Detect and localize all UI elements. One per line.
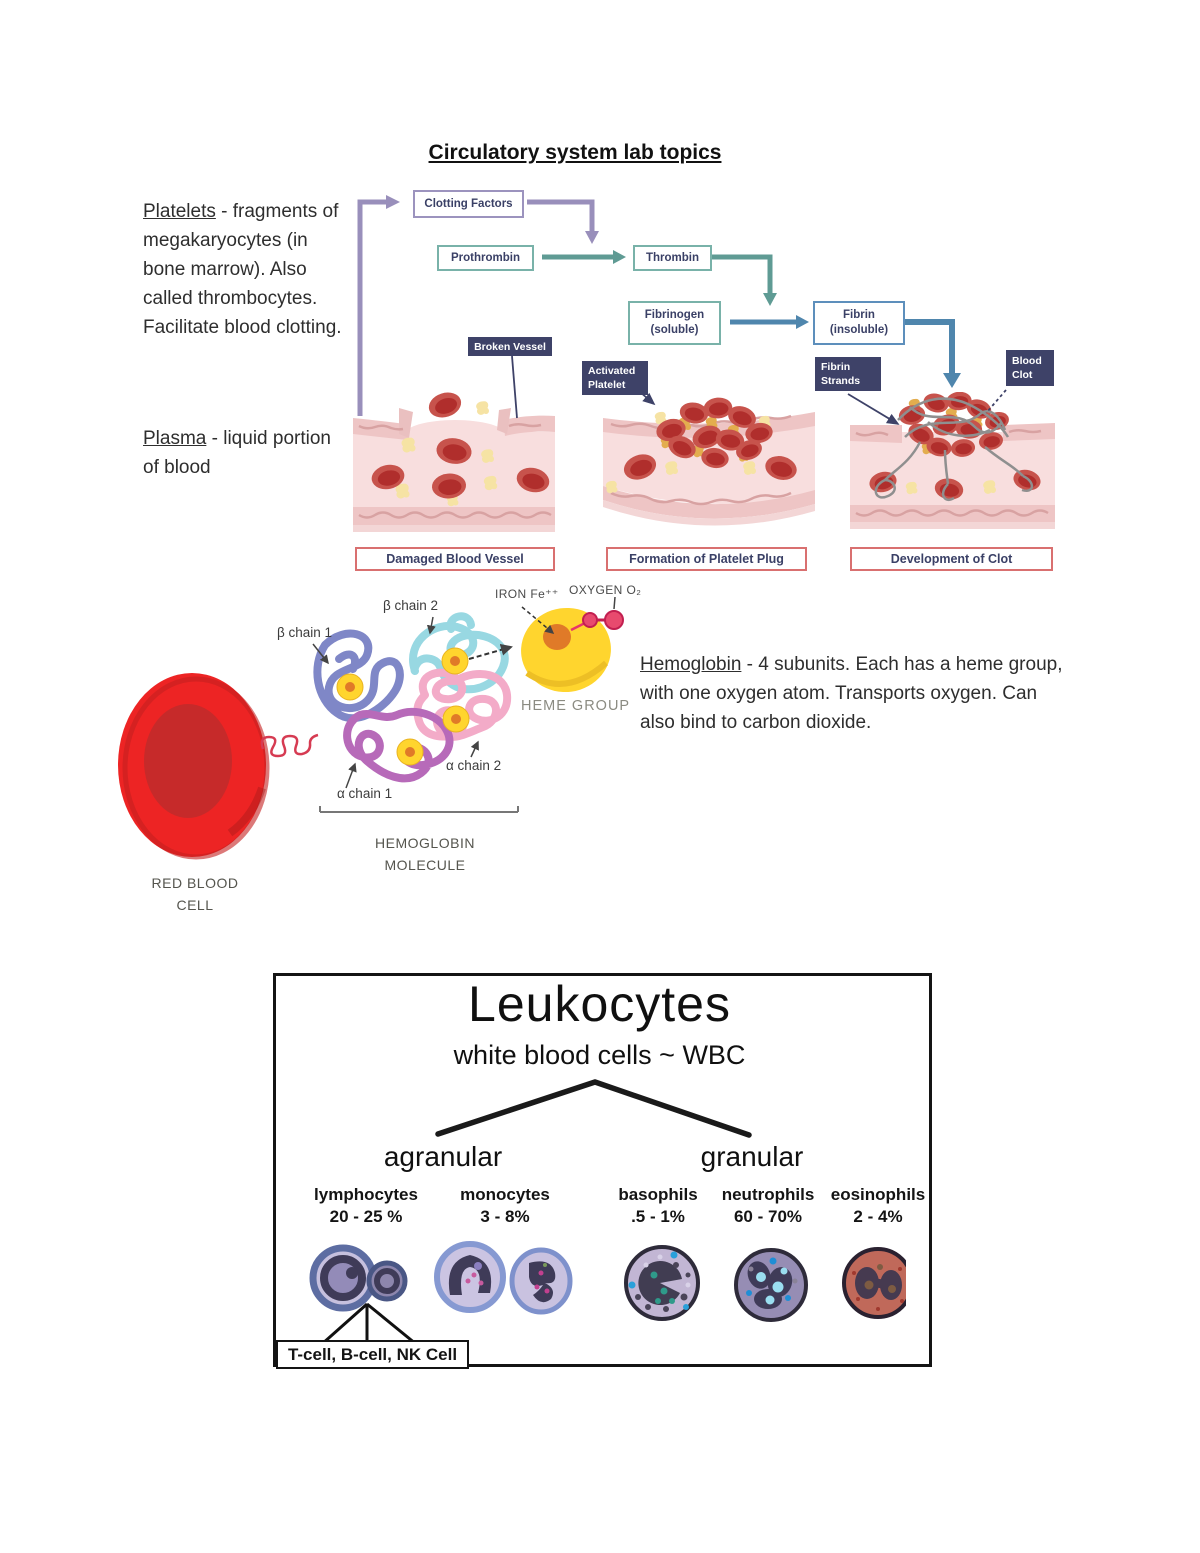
neutrophils-name: neutrophils — [721, 1185, 815, 1204]
lymphocyte-small-cell — [366, 1260, 408, 1302]
flowchart-box-thrombin: Thrombin — [633, 245, 712, 271]
wbc-col-neutrophils: neutrophils 60 - 70% — [703, 1184, 833, 1228]
flowchart-box-prothrombin: Prothrombin — [437, 245, 534, 271]
fibrinogen-label-line2: (soluble) — [650, 324, 699, 336]
blood-clot-line2: Clot — [1012, 369, 1033, 381]
hemoglobin-term: Hemoglobin — [640, 654, 742, 675]
leukocytes-subtitle: white blood cells ~ WBC — [453, 1040, 746, 1070]
beta-chain-2-drawing — [409, 621, 509, 694]
basophils-range: .5 - 1% — [631, 1207, 685, 1226]
prothrombin-label: Prothrombin — [451, 251, 520, 264]
monocyte-cell-1 — [434, 1241, 506, 1313]
callout-fibrin-strands: Fibrin Strands — [815, 357, 881, 391]
fibrin-label-line1: Fibrin — [843, 309, 875, 321]
hemoglobin-text: - 4 subunits. Each has a heme group, wit… — [640, 654, 1063, 733]
callout-broken-vessel: Broken Vessel — [468, 337, 552, 356]
beta-chain-1-drawing — [313, 629, 404, 723]
red-blood-cell-caption: RED BLOOD CELL — [130, 872, 260, 916]
molecule-caption-line2: MOLECULE — [384, 857, 466, 873]
eosinophil-cell — [842, 1247, 906, 1319]
hemoglobin-molecule-illustration — [260, 596, 624, 813]
clotting-factors-label: Clotting Factors — [424, 197, 513, 210]
leukocytes-title: Leukocytes — [468, 976, 731, 1032]
branch-agranular: agranular — [383, 1141, 503, 1172]
caption-damaged-blood-vessel: Damaged Blood Vessel — [355, 547, 555, 571]
wbc-col-eosinophils: eosinophils 2 - 4% — [813, 1184, 943, 1228]
wbc-col-monocytes: monocytes 3 - 8% — [440, 1184, 570, 1228]
lymphocyte-pointer-lines — [321, 1302, 417, 1346]
hemoglobin-molecule-caption: HEMOGLOBIN MOLECULE — [350, 832, 500, 876]
molecule-bracket — [319, 806, 519, 813]
blood-clot-line1: Blood — [1012, 355, 1042, 367]
plasma-text: - liquid portion of blood — [143, 428, 331, 478]
rbc-caption-line2: CELL — [176, 897, 214, 913]
eosinophils-range: 2 - 4% — [853, 1207, 903, 1226]
heme-groups — [336, 647, 470, 766]
wbc-col-basophils: basophils .5 - 1% — [593, 1184, 723, 1228]
platelets-term: Platelets — [143, 201, 216, 222]
page-title: Circulatory system lab topics — [428, 141, 722, 164]
caption-development-of-clot: Development of Clot — [850, 547, 1053, 571]
leukocytes-tree-lines — [435, 1079, 752, 1138]
platelets-text: - fragments of megakaryocytes (in bone m… — [143, 201, 342, 338]
plasma-term: Plasma — [143, 428, 207, 449]
fibrin-strands-mesh — [874, 397, 1034, 501]
lymphocytes-name: lymphocytes — [314, 1185, 418, 1204]
alpha-chain-1-label: α chain 1 — [337, 786, 393, 801]
callout-blood-clot: Blood Clot — [1006, 350, 1054, 386]
lymphocyte-types-label: T-cell, B-cell, NK Cell — [276, 1340, 469, 1369]
leukocytes-figure-box — [273, 973, 932, 1367]
broken-vessel-text: Broken Vessel — [474, 340, 546, 353]
thrombin-label: Thrombin — [645, 251, 700, 264]
heme-group-label: HEME GROUP — [521, 698, 631, 714]
monocytes-name: monocytes — [460, 1185, 550, 1204]
red-blood-cell-illustration — [118, 673, 270, 860]
beta-chain-1-label: β chain 1 — [277, 625, 333, 640]
alpha-chain-1-drawing — [343, 707, 454, 783]
neutrophils-range: 60 - 70% — [733, 1207, 803, 1226]
monocyte-cell-2 — [509, 1247, 573, 1315]
basophils-name: basophils — [618, 1185, 698, 1204]
leukocyte-cells-illustration — [309, 1241, 906, 1322]
basophil-cell — [624, 1245, 700, 1321]
damaged-vessel-illustration — [353, 388, 555, 532]
fibrinogen-label-line1: Fibrinogen — [644, 309, 705, 321]
clotting-flowchart-arrows — [357, 195, 1007, 425]
fibrin-strands-line2: Strands — [821, 375, 861, 387]
flowchart-box-clotting-factors: Clotting Factors — [413, 190, 524, 218]
neutrophil-cell — [734, 1248, 808, 1322]
fibrin-strands-line1: Fibrin — [821, 361, 851, 373]
branch-granular: granular — [700, 1141, 804, 1172]
note-plasma: Plasma - liquid portion of blood — [143, 424, 333, 482]
oxygen-label: OXYGEN O₂ — [569, 583, 642, 597]
platelet-plug-illustration — [603, 396, 815, 526]
eosinophils-name: eosinophils — [830, 1185, 926, 1204]
activated-platelet-line1: Activated — [588, 365, 636, 377]
flowchart-box-fibrin: Fibrin (insoluble) — [813, 301, 905, 345]
caption-formation-platelet-plug: Formation of Platelet Plug — [606, 547, 807, 571]
flowchart-box-fibrinogen: Fibrinogen (soluble) — [628, 301, 721, 345]
beta-chain-2-label: β chain 2 — [383, 598, 439, 613]
fibrin-label-line2: (insoluble) — [829, 324, 889, 336]
squiggle-link — [260, 733, 319, 758]
alpha-chain-2-label: α chain 2 — [446, 758, 502, 773]
wbc-col-lymphocytes: lymphocytes 20 - 25 % — [301, 1184, 431, 1228]
lymphocytes-range: 20 - 25 % — [329, 1207, 403, 1226]
clot-illustration — [850, 392, 1055, 529]
iron-label: IRON Fe⁺⁺ — [495, 587, 559, 601]
rbc-caption-line1: RED BLOOD — [151, 875, 239, 891]
molecule-caption-line1: HEMOGLOBIN — [375, 835, 475, 851]
activated-platelet-line2: Platelet — [588, 379, 626, 391]
heme-group-large — [521, 607, 624, 693]
monocytes-range: 3 - 8% — [480, 1207, 530, 1226]
alpha-chain-2-drawing — [413, 668, 512, 741]
note-platelets: Platelets - fragments of megakaryocytes … — [143, 197, 355, 342]
note-hemoglobin: Hemoglobin - 4 subunits. Each has a heme… — [640, 650, 1064, 737]
callout-activated-platelet: Activated Platelet — [582, 361, 648, 395]
